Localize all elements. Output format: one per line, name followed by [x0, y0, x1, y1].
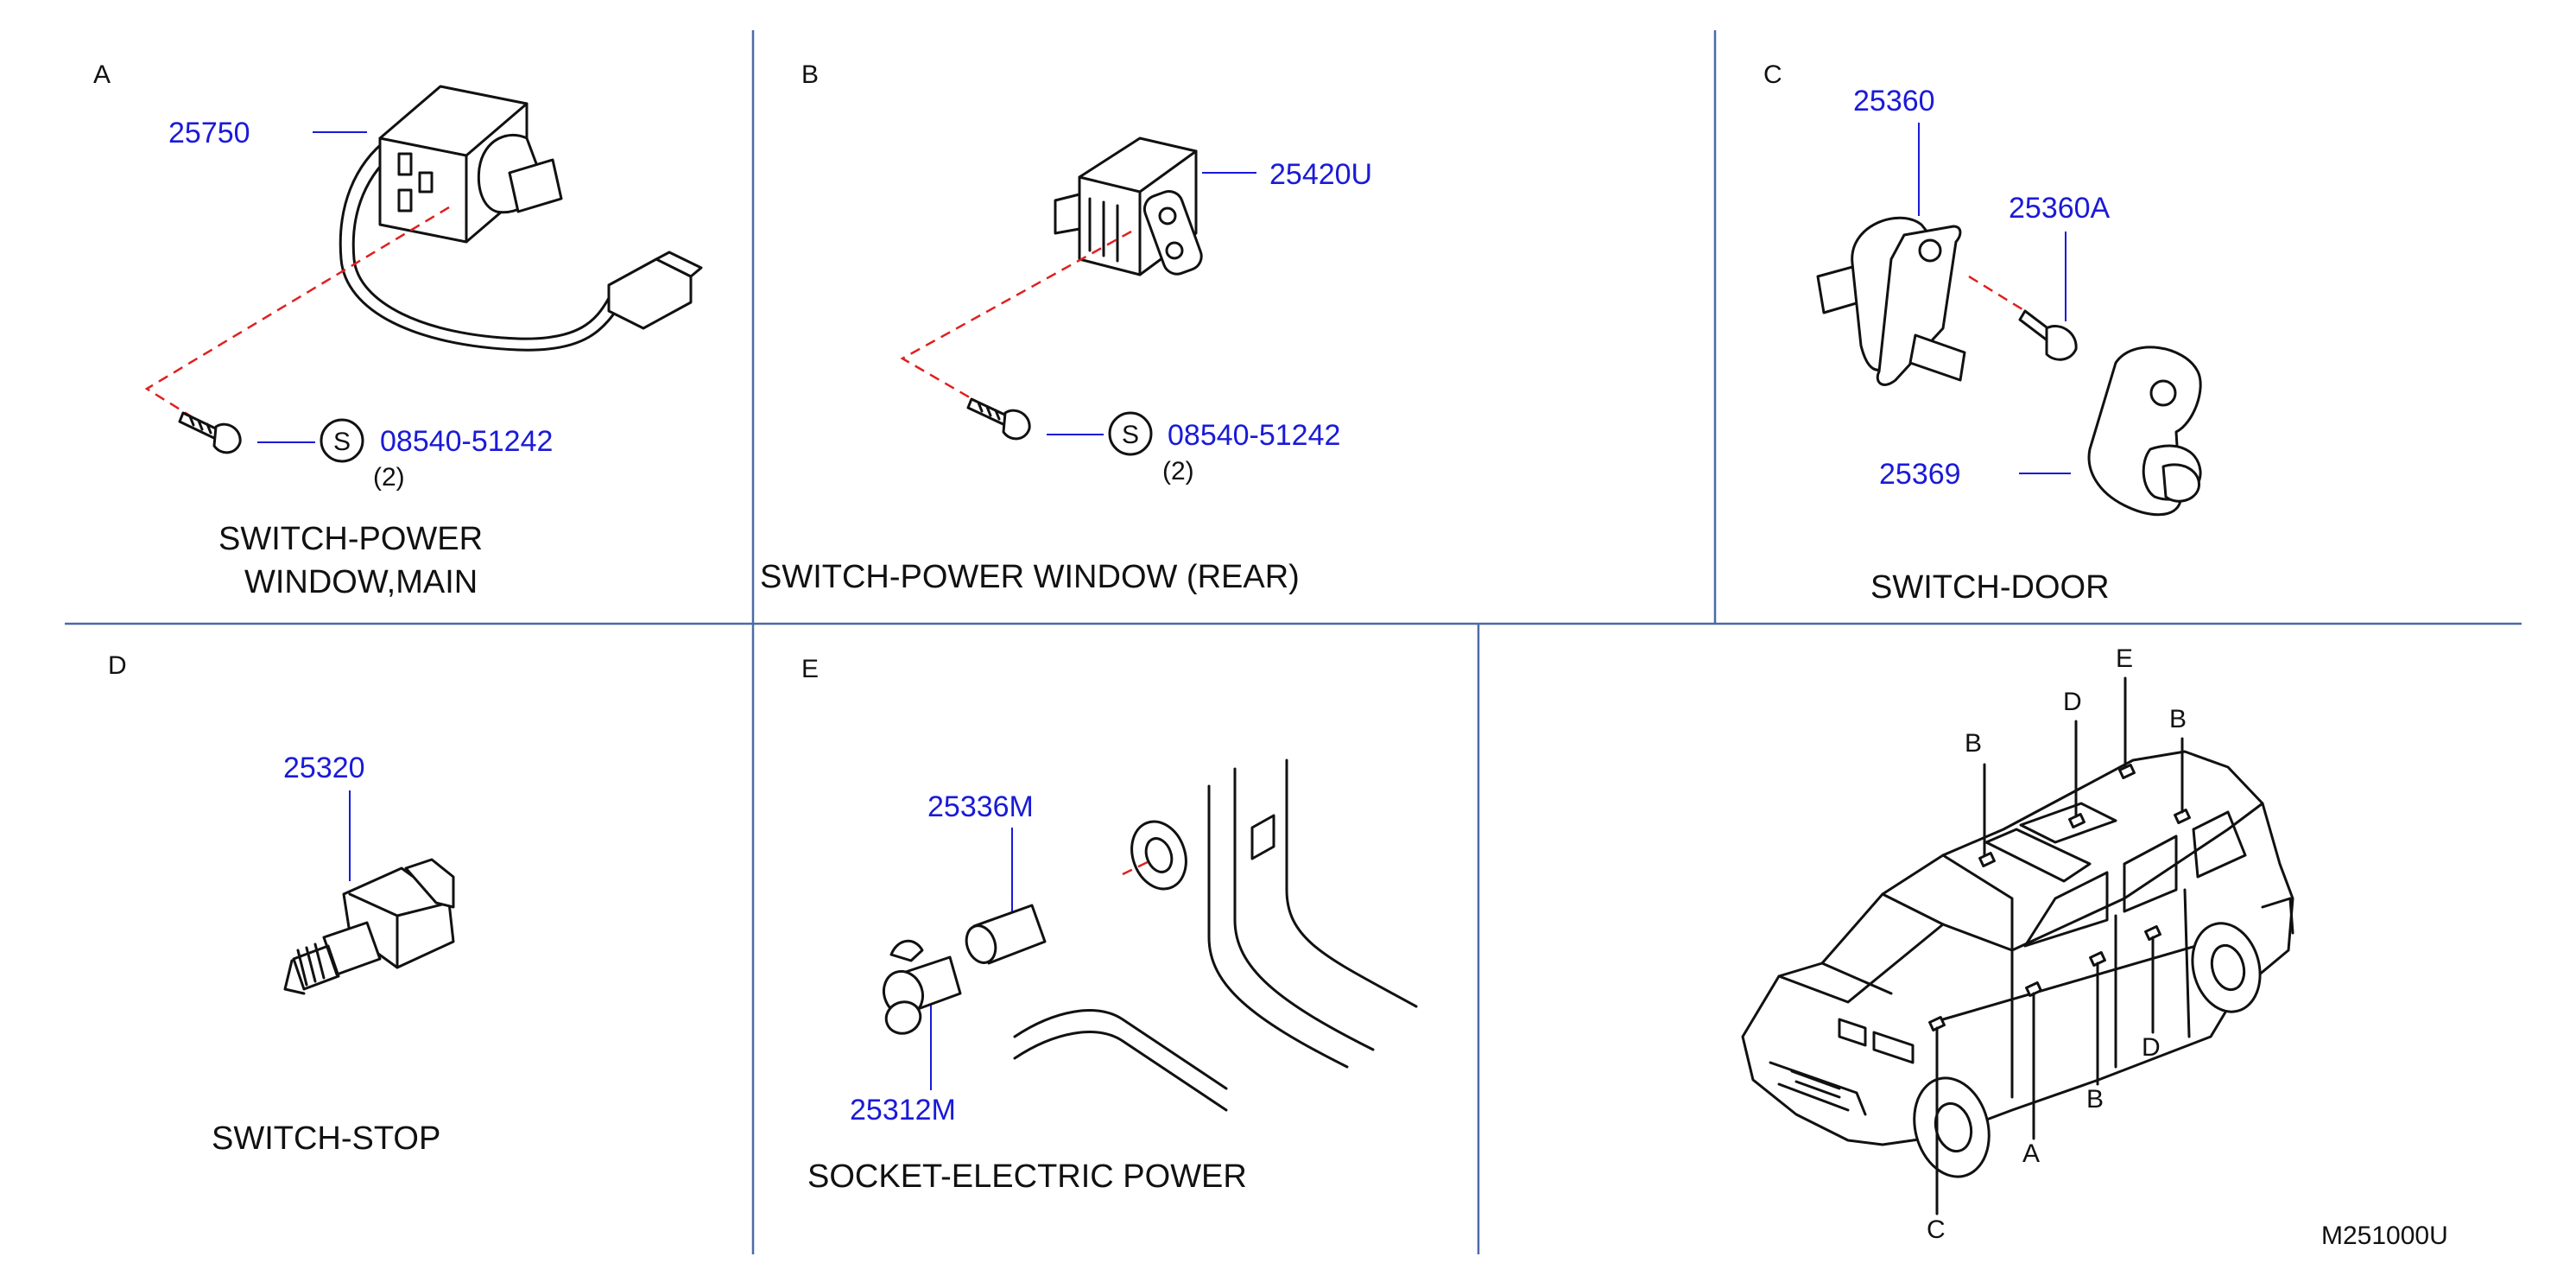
section-d: D 25320 SWITCH-STOP [108, 651, 455, 1157]
section-a-caption-line1: SWITCH-POWER [218, 521, 483, 557]
vehicle-callout-d: D [2063, 688, 2082, 716]
part-number-25369[interactable]: 25369 [1879, 458, 1961, 491]
section-c: C 25360 25360A 25369 SWITCH-DOOR [1763, 60, 2202, 606]
part-number-08540-51242[interactable]: 08540-51242 [1168, 419, 1340, 452]
section-a-caption-line2: WINDOW,MAIN [244, 564, 478, 600]
vehicle-callout-c: C [1927, 1215, 1946, 1244]
part-number-25360A[interactable]: 25360A [2009, 192, 2111, 225]
part-number-25750[interactable]: 25750 [168, 117, 250, 149]
socket-ring-icon [1130, 820, 1187, 891]
part-number-25312M[interactable]: 25312M [850, 1094, 956, 1127]
screw-icon [178, 411, 242, 454]
part-number-25320[interactable]: 25320 [283, 752, 365, 784]
section-b-caption: SWITCH-POWER WINDOW (REAR) [760, 559, 1300, 595]
vehicle-callout-b: B [2086, 1085, 2104, 1114]
power-window-main-switch-icon [339, 85, 703, 352]
power-window-rear-switch-icon [1054, 136, 1203, 276]
door-switch-cover-icon [2087, 346, 2202, 517]
vehicle-callout-a: A [2022, 1139, 2040, 1168]
stop-lamp-switch-icon [283, 858, 455, 995]
vehicle-callout-b: B [1965, 729, 1982, 758]
section-b-letter: B [801, 60, 819, 89]
section-c-letter: C [1763, 60, 1782, 89]
section-a: A 25750 S 08540 [93, 60, 703, 600]
standard-part-symbol-label: S [333, 428, 351, 456]
section-b: B 25420U S 08540-51242 (2) SWITCH-POWER … [760, 60, 1372, 595]
power-socket-icon [882, 904, 1047, 1035]
section-a-letter: A [93, 60, 111, 89]
panel-grid [65, 30, 2522, 1254]
vehicle-overview: B D E B D B A C [1741, 644, 2294, 1244]
part-number-25420U[interactable]: 25420U [1269, 158, 1372, 191]
vehicle-callout-e: E [2116, 644, 2133, 673]
section-c-caption: SWITCH-DOOR [1870, 569, 2110, 606]
vehicle-callout-d: D [2142, 1033, 2161, 1062]
screw-icon [966, 397, 1031, 441]
diagram-code: M251000U [2321, 1222, 2448, 1250]
standard-part-symbol-label: S [1122, 421, 1139, 449]
section-d-letter: D [108, 651, 127, 680]
vehicle-callout-b: B [2169, 705, 2187, 733]
standard-part-symbol [320, 418, 364, 463]
section-e: E 25336M 25312M SOCKET-ELECTRIC POWER [801, 655, 1418, 1195]
quantity-label: (2) [1162, 457, 1194, 486]
standard-part-symbol [1108, 411, 1153, 456]
callout-leaders [1935, 676, 2184, 1215]
part-number-08540-51242[interactable]: 08540-51242 [380, 425, 553, 458]
section-e-letter: E [801, 655, 819, 683]
section-e-caption: SOCKET-ELECTRIC POWER [807, 1158, 1247, 1195]
door-switch-icon [1816, 216, 1966, 386]
vehicle-icon [1741, 750, 2294, 1178]
console-panel-icon [1013, 758, 1418, 1112]
quantity-label: (2) [373, 463, 405, 492]
screw-icon [2018, 309, 2078, 361]
part-number-25336M[interactable]: 25336M [927, 790, 1034, 823]
part-number-25360[interactable]: 25360 [1853, 85, 1935, 117]
section-d-caption: SWITCH-STOP [212, 1120, 440, 1157]
